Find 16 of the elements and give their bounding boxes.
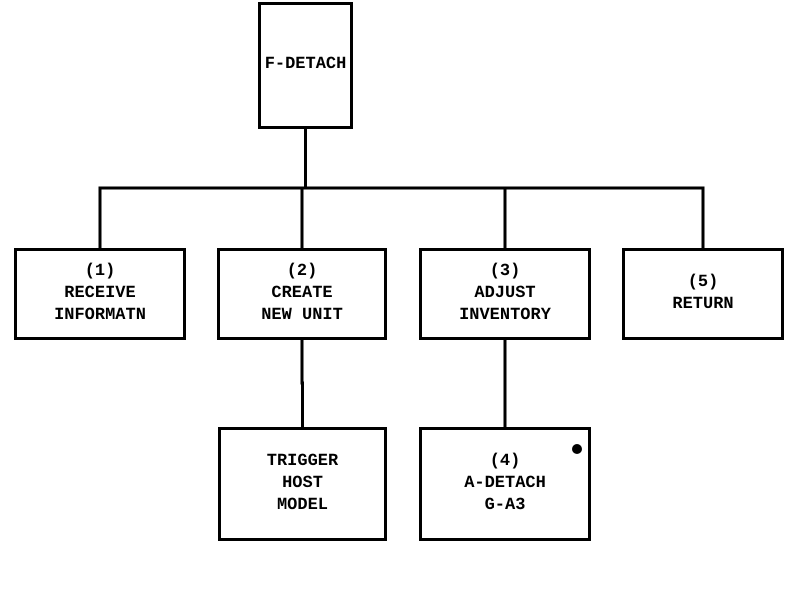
process-box: [622, 248, 784, 340]
process-box: [258, 2, 353, 129]
box-label: (1) RECEIVE INFORMATN: [53, 260, 147, 328]
process-box: [217, 248, 387, 340]
box-label: (4) A-DETACH G-A3: [463, 450, 547, 518]
process-box: [419, 248, 591, 340]
box-label: (3) ADJUST INVENTORY: [458, 260, 552, 328]
box-label: F-DETACH: [264, 54, 348, 76]
connector-line: [504, 340, 506, 427]
box-label: (5) RETURN: [671, 272, 735, 316]
process-box: [218, 427, 387, 541]
process-box: [14, 248, 186, 340]
process-box: [419, 427, 591, 541]
box-label: TRIGGER HOST MODEL: [266, 450, 340, 518]
box-label: (2) CREATE NEW UNIT: [260, 260, 344, 328]
connector-line: [300, 340, 304, 427]
